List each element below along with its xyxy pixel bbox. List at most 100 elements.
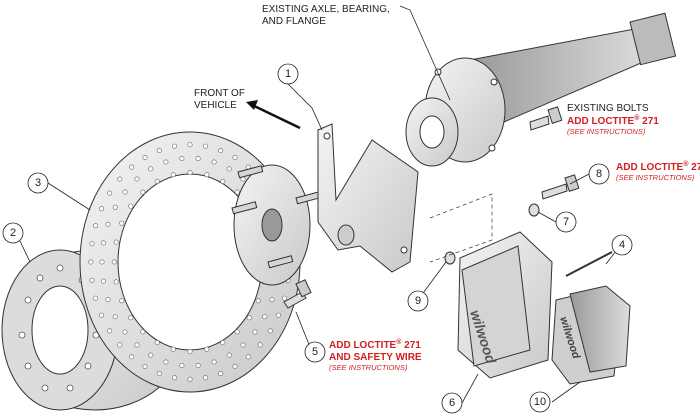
rotor-hole — [281, 295, 287, 301]
rotor-hole — [262, 314, 268, 320]
item8-note: (SEE INSTRUCTIONS) — [616, 173, 695, 182]
callout-10 — [529, 391, 551, 413]
rotor-hole — [93, 295, 99, 301]
rotor-hole — [119, 220, 125, 226]
callout-8 — [588, 163, 610, 185]
rotor-hole — [113, 239, 119, 245]
rotor-bolt — [283, 279, 312, 309]
rotor-hole — [101, 278, 107, 284]
rotor-hole — [140, 329, 146, 335]
rotor-hole — [203, 375, 209, 381]
callout-9-label: 9 — [415, 295, 421, 307]
rotor-hole — [156, 148, 162, 154]
rotor-hole — [195, 362, 201, 368]
rotor-hole — [257, 342, 263, 348]
rotor-hole — [142, 155, 148, 161]
rotor-hole — [88, 259, 94, 265]
rotor-hole — [163, 159, 169, 165]
callout-10-label: 10 — [534, 396, 546, 408]
rotor-hole — [89, 277, 95, 283]
callout-markers: 1 2 3 4 5 6 7 8 9 10 — [2, 63, 633, 414]
rotor-hole — [148, 166, 154, 172]
rotor-hole — [117, 176, 123, 182]
rotor-hole — [129, 354, 135, 360]
rotor-hole — [232, 155, 238, 161]
callout-9 — [407, 290, 429, 312]
rotor-hole — [128, 315, 134, 321]
rotor-hole — [122, 189, 128, 195]
rotor-hole — [232, 363, 238, 369]
washer-7 — [528, 203, 540, 217]
rotor-hole — [170, 346, 176, 352]
rotor-hole — [89, 241, 95, 247]
item5-note: (SEE INSTRUCTIONS) — [329, 363, 408, 372]
item5-loctite: ADD LOCTITE® 271 — [329, 338, 421, 351]
callout-6-label: 6 — [449, 397, 455, 409]
bolts-note: (SEE INSTRUCTIONS) — [567, 127, 646, 136]
rotor-hole — [107, 328, 113, 334]
rotor-hole — [105, 297, 111, 303]
rotor-hole — [220, 178, 226, 184]
rotor-hole — [156, 370, 162, 376]
rotor-hole — [218, 148, 224, 154]
rotor-hole — [226, 166, 232, 172]
rotor-hole — [204, 346, 210, 352]
rotor-hole — [134, 342, 140, 348]
rotor-hole — [142, 363, 148, 369]
front-label-line2: VEHICLE — [194, 100, 237, 111]
rotor-hole — [195, 156, 201, 162]
existing-bolt — [529, 106, 563, 131]
rotor-hole — [134, 176, 140, 182]
callout-7 — [555, 211, 577, 233]
rotor-hole — [148, 352, 154, 358]
rotor-hole — [99, 206, 105, 212]
rotor-hole — [218, 370, 224, 376]
rotor-hole — [117, 342, 123, 348]
washer-9 — [444, 251, 456, 265]
rotor-hole — [255, 298, 261, 304]
rotor-hole — [187, 142, 193, 148]
callout-4 — [611, 234, 633, 256]
callout-1 — [277, 63, 299, 85]
item8-loctite: ADD LOCTITE® 271 — [616, 160, 700, 173]
rotor-hole — [129, 164, 135, 170]
rotor-hole — [234, 189, 240, 195]
bolts-loctite: ADD LOCTITE® 271 — [567, 114, 659, 127]
rotor-hole — [211, 359, 217, 365]
callout-6 — [441, 392, 463, 414]
rotor-hole — [211, 159, 217, 165]
annotations: EXISTING AXLE, BEARING, AND FLANGE FRONT… — [194, 4, 700, 372]
rotor-hole — [203, 143, 209, 149]
rotor-hole — [101, 240, 107, 246]
brake-pads: wilwood — [551, 285, 631, 385]
rotor-hole — [240, 342, 246, 348]
rotor-hole — [269, 297, 275, 303]
rotor-hole — [187, 170, 193, 176]
rotor-hole — [204, 172, 210, 178]
callout-5-label: 5 — [312, 346, 318, 358]
callout-8-label: 8 — [596, 168, 602, 180]
front-arrow — [246, 100, 301, 130]
rotor-hole — [220, 340, 226, 346]
callout-5 — [304, 341, 326, 363]
rotor-hole — [163, 359, 169, 365]
caliper-bracket — [317, 123, 419, 273]
callout-3 — [27, 172, 49, 194]
bolts-label: EXISTING BOLTS — [567, 103, 649, 114]
rotor-hole — [99, 312, 105, 318]
rotor-hole — [119, 298, 125, 304]
rotor-hole — [179, 156, 185, 162]
rotor-hole — [172, 375, 178, 381]
axle-label-line1: EXISTING AXLE, BEARING, — [262, 4, 390, 15]
callout-1-label: 1 — [285, 68, 291, 80]
rotor-hole — [187, 348, 193, 354]
rotor-hole — [112, 204, 118, 210]
callout-2-label: 2 — [10, 227, 16, 239]
callout-3-label: 3 — [35, 177, 41, 189]
rotor-hole — [187, 376, 193, 382]
rotor-hole — [105, 221, 111, 227]
rotor-hole — [112, 314, 118, 320]
axle-label-line2: AND FLANGE — [262, 16, 326, 27]
callout-4-label: 4 — [619, 239, 625, 251]
